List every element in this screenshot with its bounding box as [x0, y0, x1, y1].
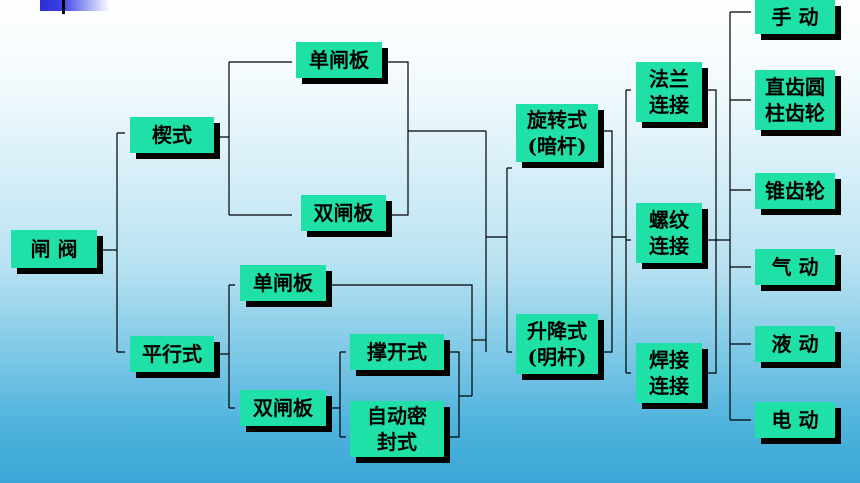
connector-joint-out	[702, 89, 730, 374]
corner-decoration-bar	[40, 0, 110, 11]
connector-joint	[625, 89, 631, 374]
node-parallel-double-gate: 双闸板	[240, 390, 326, 426]
node-flange-connection: 法兰 连接	[636, 62, 702, 122]
node-thread-connection: 螺纹 连接	[636, 203, 702, 263]
node-electric: 电 动	[755, 402, 835, 438]
connector-root	[97, 132, 125, 353]
node-wedge-double-gate: 双闸板	[301, 195, 386, 231]
node-wedge-type: 楔式	[130, 117, 214, 153]
connector-single-out	[326, 284, 473, 396]
node-weld-connection: 焊接 连接	[636, 343, 702, 403]
node-bevel-gear: 锥齿轮	[755, 173, 835, 209]
connector-double	[326, 351, 346, 438]
node-wedge-single-gate: 单闸板	[296, 42, 382, 78]
node-self-sealing: 自动密 封式	[350, 401, 444, 457]
connector-parallel	[214, 284, 235, 409]
node-parallel-single-gate: 单闸板	[240, 265, 326, 301]
node-parallel-type: 平行式	[130, 336, 214, 372]
connector-drive	[729, 11, 751, 421]
node-spur-gear: 直齿圆 柱齿轮	[755, 70, 835, 130]
connector-wedge-out	[386, 61, 486, 216]
node-manual: 手 动	[755, 0, 835, 34]
node-rising-stem: 升降式 (明杆)	[516, 314, 598, 374]
node-spread-type: 撑开式	[350, 334, 444, 370]
corner-decoration-tick	[62, 0, 65, 14]
node-gate-valve: 闸 阀	[11, 230, 97, 268]
connector-middle	[485, 131, 512, 353]
connector-double-out	[444, 351, 472, 438]
connector-wedge	[214, 61, 292, 216]
node-rotating-stem: 旋转式 (暗杆)	[516, 104, 598, 162]
node-hydraulic: 液 动	[755, 326, 835, 362]
connector-stem	[598, 130, 626, 353]
node-pneumatic: 气 动	[755, 249, 835, 285]
